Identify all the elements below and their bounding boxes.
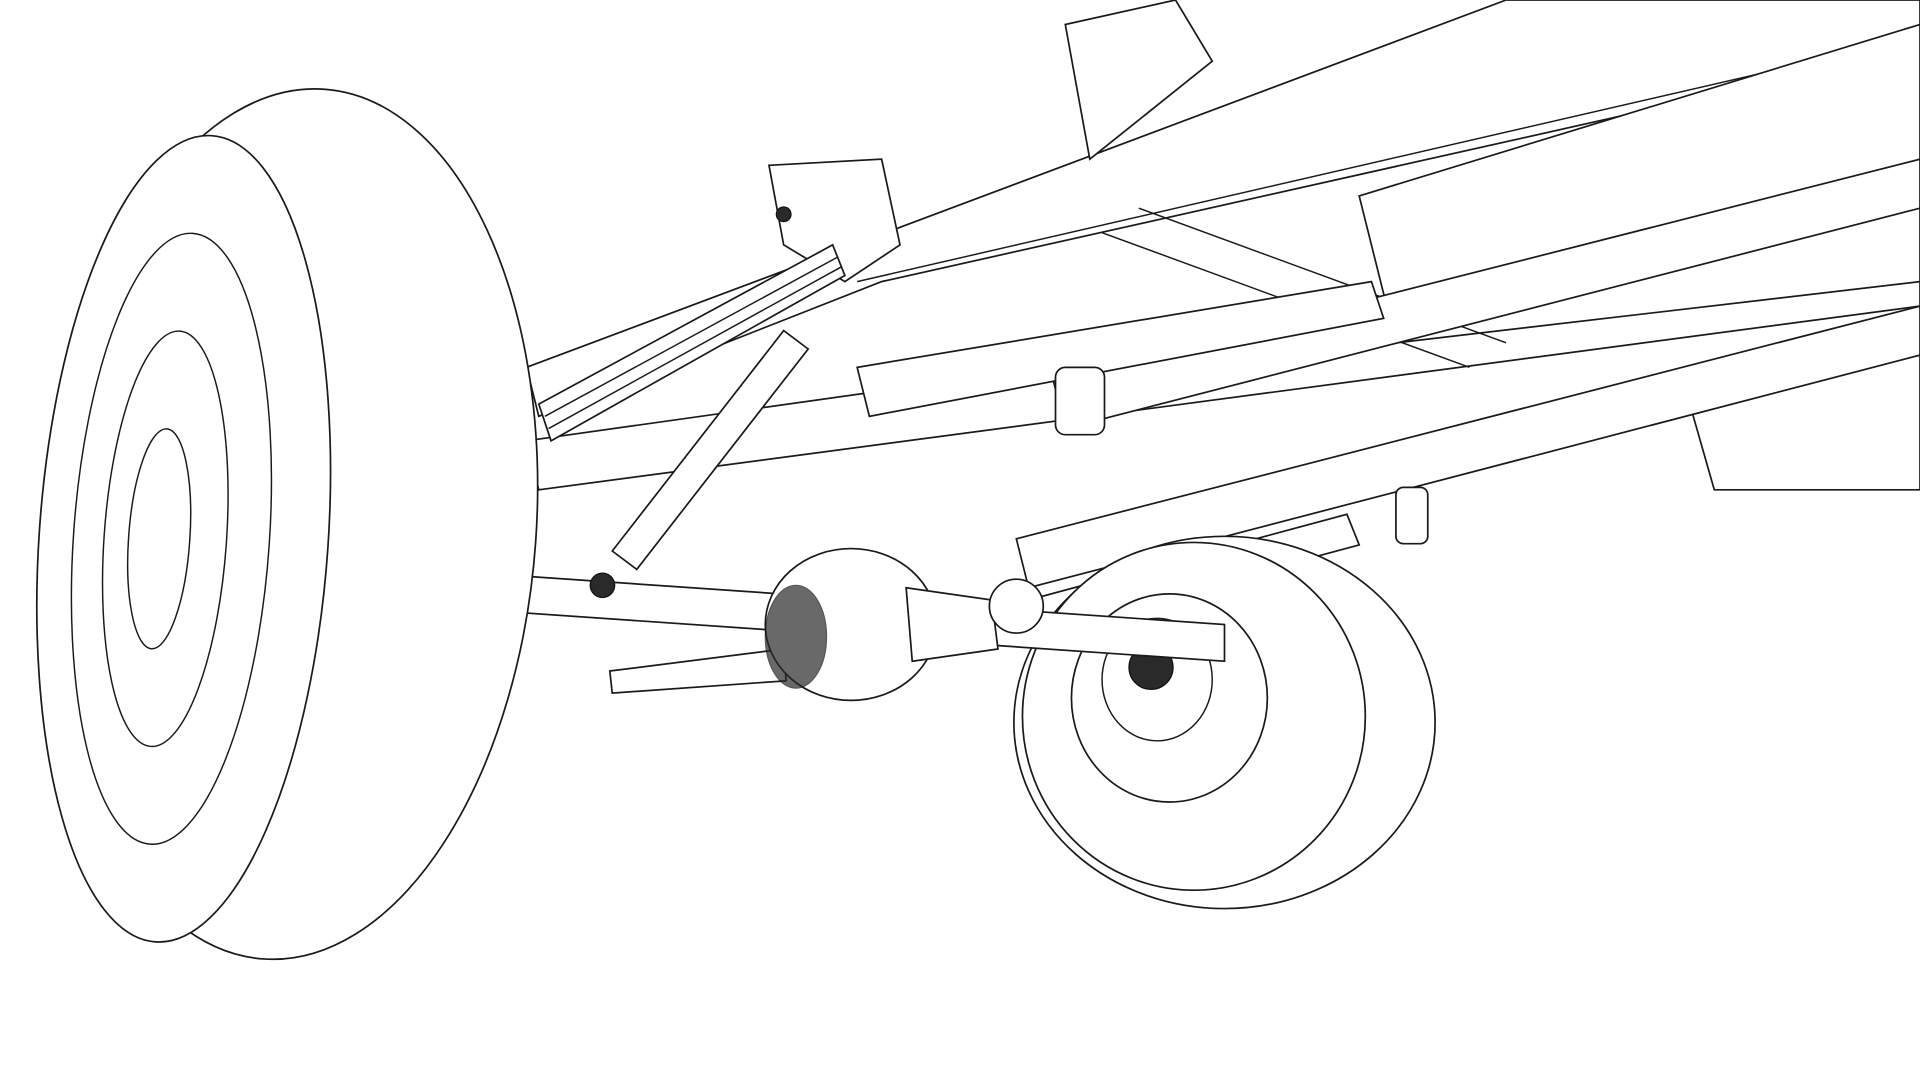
front-wheel	[35, 88, 539, 961]
rear-wheel	[1013, 535, 1436, 910]
axle	[505, 547, 1226, 702]
exhaust-pipes	[856, 158, 1920, 589]
differential	[764, 547, 1045, 702]
